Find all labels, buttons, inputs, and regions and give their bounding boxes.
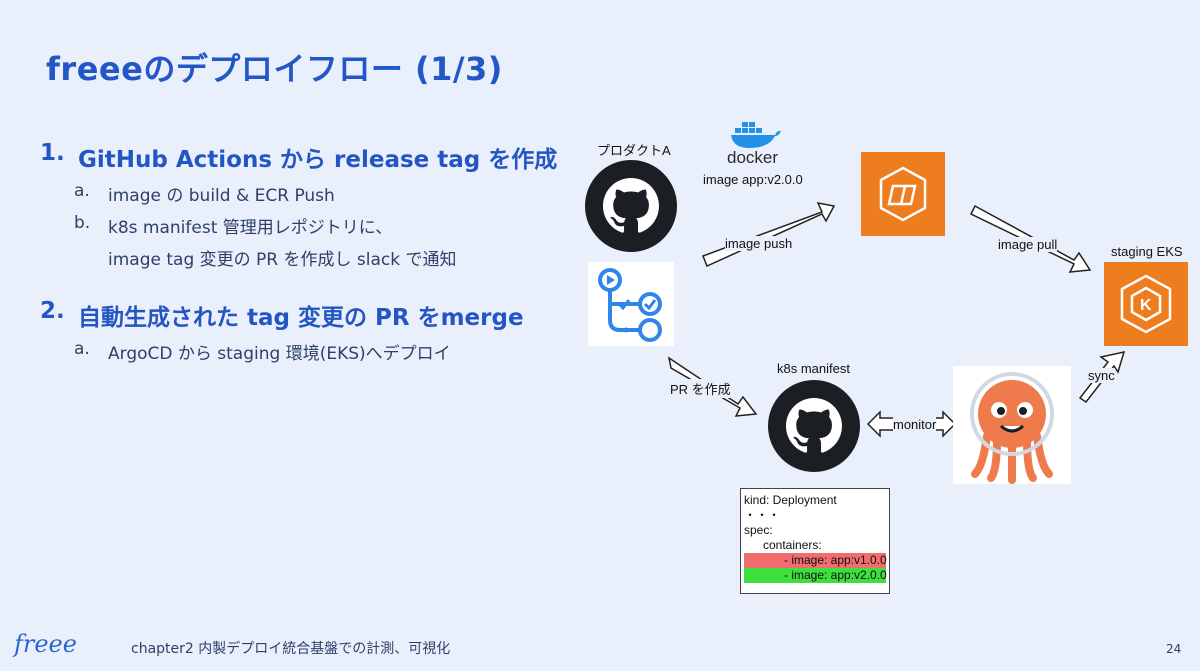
github-actions-icon [588, 262, 674, 346]
svg-text:K: K [1140, 297, 1152, 314]
substep-text: ArgoCD から staging 環境(EKS)へデプロイ [108, 344, 451, 364]
eks-icon: K [1104, 262, 1188, 346]
substep-text: k8s manifest 管理用レポジトリに、 [108, 218, 393, 238]
substep-marker: a. [74, 339, 90, 359]
k8s-manifest-label: k8s manifest [777, 361, 850, 376]
substep-continuation: image tag 変更の PR を作成し slack で通知 [40, 245, 570, 270]
substep-text: image の build & ECR Push [108, 186, 335, 206]
sync-label: sync [1088, 368, 1115, 383]
argocd-icon [953, 366, 1071, 484]
manifest-containers: containers: [763, 538, 822, 552]
step-1: 1. GitHub Actions から release tag を作成 a. … [40, 140, 570, 270]
step-number: 2. [40, 298, 65, 324]
github-icon [585, 160, 677, 252]
steps-list: 1. GitHub Actions から release tag を作成 a. … [40, 140, 570, 364]
step-2: 2. 自動生成された tag 変更の PR をmerge a. ArgoCD か… [40, 298, 570, 364]
monitor-label: monitor [893, 417, 937, 432]
page-number: 24 [1166, 642, 1182, 656]
ecr-icon [861, 152, 945, 236]
docker-image-label: image app:v2.0.0 [703, 172, 803, 187]
docker-icon [727, 118, 783, 150]
manifest-spec: spec: [744, 523, 773, 537]
footer-text: chapter2 内製デプロイ統合基盤での計測、可視化 [131, 641, 451, 657]
substep-text: image tag 変更の PR を作成し slack で通知 [108, 250, 457, 270]
substep-marker: b. [74, 213, 91, 233]
step-heading: 自動生成された tag 変更の PR をmerge [78, 305, 524, 331]
manifest-old-image: - image: app:v1.0.0 [744, 553, 887, 568]
manifest-ellipsis: ・・・ [744, 508, 781, 522]
freee-logo: freee [14, 630, 77, 658]
step-number: 1. [40, 140, 65, 166]
manifest-snippet: kind: Deployment ・・・ spec: containers: -… [740, 488, 890, 594]
substep: b. k8s manifest 管理用レポジトリに、 [40, 213, 570, 238]
github-icon [768, 380, 860, 472]
manifest-new-image: - image: app:v2.0.0 [744, 568, 887, 583]
image-pull-label: image pull [998, 237, 1058, 252]
docker-label: docker [727, 148, 779, 167]
staging-eks-label: staging EKS [1111, 244, 1183, 259]
step-heading: GitHub Actions から release tag を作成 [78, 147, 558, 173]
slide-title: freeeのデプロイフロー (1/3) [46, 50, 503, 88]
image-push-arrow [702, 201, 836, 268]
pr-create-label: PR を作成 [670, 379, 731, 398]
image-push-label: image push [725, 236, 793, 251]
product-label: プロダクトA [597, 143, 671, 158]
substep: a. image の build & ECR Push [40, 181, 570, 206]
substep: a. ArgoCD から staging 環境(EKS)へデプロイ [40, 339, 570, 364]
manifest-kind: kind: Deployment [744, 493, 837, 507]
substep-marker: a. [74, 181, 90, 201]
